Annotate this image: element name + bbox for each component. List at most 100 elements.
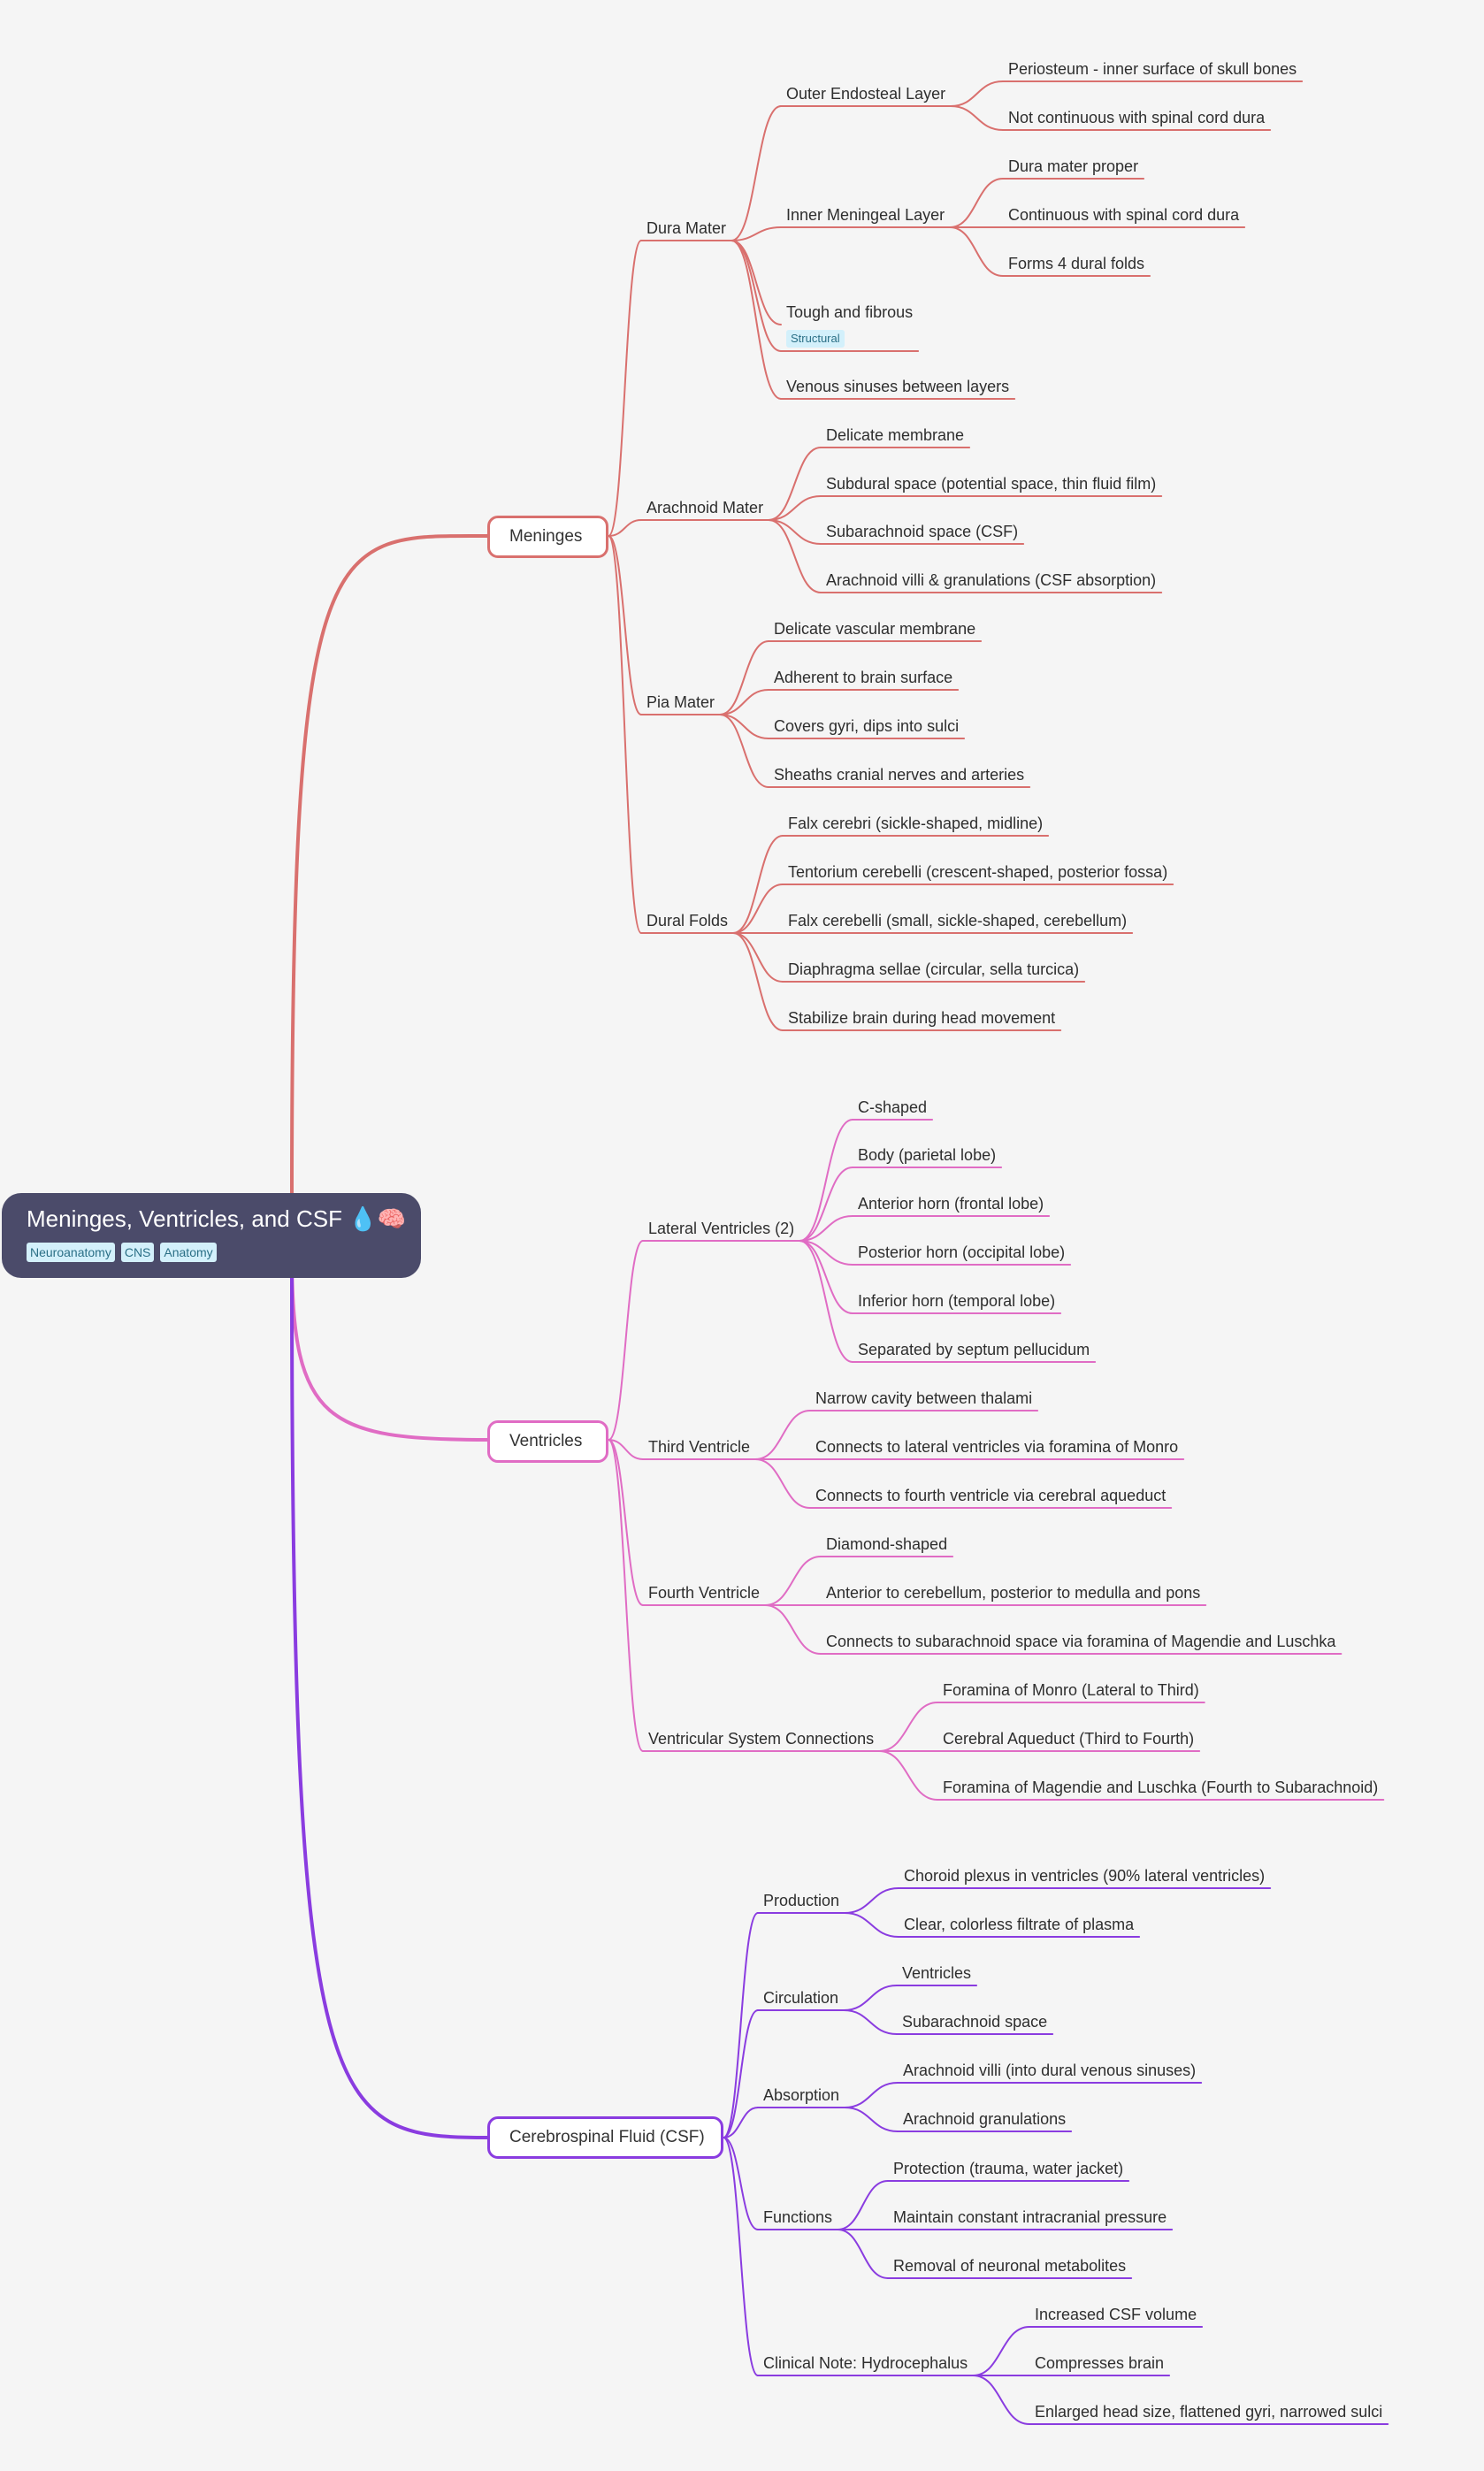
connector — [754, 1410, 811, 1460]
connector — [723, 2009, 759, 2138]
connector — [764, 1556, 822, 1606]
node-increased-csf-volume[interactable]: Increased CSF volume — [1035, 2306, 1197, 2323]
node-clear-colorless-filtrate-of-plasma[interactable]: Clear, colorless filtrate of plasma — [904, 1916, 1135, 1933]
connector — [608, 240, 642, 537]
node-outer-endosteal-layer[interactable]: Outer Endosteal Layer — [786, 85, 946, 103]
node-dura-mater-proper[interactable]: Dura mater proper — [1008, 157, 1139, 175]
branch-ventricles[interactable]: Ventricles — [487, 1420, 608, 1463]
connector — [731, 240, 782, 400]
node-tough-and-fibrous[interactable]: Tough and fibrous — [786, 303, 914, 321]
tag-cns[interactable]: CNS — [120, 1243, 155, 1262]
connector — [732, 932, 784, 1031]
node-protection-trauma-water-jacket[interactable]: Protection (trauma, water jacket) — [893, 2160, 1124, 2177]
node-choroid-plexus-in-ventricles-90-lateral-[interactable]: Choroid plexus in ventricles (90% latera… — [904, 1867, 1266, 1885]
node-delicate-vascular-membrane[interactable]: Delicate vascular membrane — [774, 620, 976, 638]
connector — [799, 1119, 853, 1242]
node-continuous-with-spinal-cord-dura[interactable]: Continuous with spinal cord dura — [1008, 206, 1240, 224]
connector — [731, 226, 782, 241]
node-anterior-to-cerebellum-posterior-to-medu[interactable]: Anterior to cerebellum, posterior to med… — [826, 1584, 1201, 1602]
node-arachnoid-villi-into-dural-venous-sinuse[interactable]: Arachnoid villi (into dural venous sinus… — [903, 2062, 1197, 2079]
tag-structural[interactable]: Structural — [786, 330, 845, 348]
node-subdural-space-potential-space-thin-flui[interactable]: Subdural space (potential space, thin fl… — [826, 475, 1157, 493]
node-adherent-to-brain-surface[interactable]: Adherent to brain surface — [774, 669, 953, 686]
node-inferior-horn-temporal-lobe[interactable]: Inferior horn (temporal lobe) — [858, 1292, 1056, 1310]
node-foramina-of-monro-lateral-to-third[interactable]: Foramina of Monro (Lateral to Third) — [943, 1681, 1199, 1699]
node-covers-gyri-dips-into-sulci[interactable]: Covers gyri, dips into sulci — [774, 717, 960, 735]
node-clinical-note-hydrocephalus[interactable]: Clinical Note: Hydrocephalus — [763, 2354, 968, 2372]
root-title: Meninges, Ventricles, and CSF 💧🧠 — [27, 1205, 406, 1232]
connector — [731, 240, 782, 325]
node-cerebral-aqueduct-third-to-fourth[interactable]: Cerebral Aqueduct (Third to Fourth) — [943, 1730, 1195, 1748]
node-delicate-membrane[interactable]: Delicate membrane — [826, 426, 965, 444]
node-falx-cerebelli-small-sickle-shaped-cereb[interactable]: Falx cerebelli (small, sickle-shaped, ce… — [788, 912, 1128, 929]
node-ventricular-system-connections[interactable]: Ventricular System Connections — [648, 1730, 875, 1748]
branch-meninges[interactable]: Meninges — [487, 516, 608, 558]
node-compresses-brain[interactable]: Compresses brain — [1035, 2354, 1165, 2372]
node-arachnoid-villi-granulations-csf-absorpt[interactable]: Arachnoid villi & granulations (CSF abso… — [826, 571, 1157, 589]
connector — [608, 1439, 644, 1460]
node-production[interactable]: Production — [763, 1892, 840, 1909]
node-venous-sinuses-between-layers[interactable]: Venous sinuses between layers — [786, 378, 1010, 395]
node-separated-by-septum-pellucidum[interactable]: Separated by septum pellucidum — [858, 1341, 1090, 1358]
connector — [608, 1439, 644, 1752]
connector — [608, 519, 642, 537]
node-forms-4-dural-folds[interactable]: Forms 4 dural folds — [1008, 255, 1145, 272]
connector — [719, 714, 769, 739]
node-anterior-horn-frontal-lobe[interactable]: Anterior horn (frontal lobe) — [858, 1195, 1044, 1213]
node-subarachnoid-space[interactable]: Subarachnoid space — [902, 2013, 1048, 2031]
node-fourth-ventricle[interactable]: Fourth Ventricle — [648, 1584, 761, 1602]
connector — [608, 1439, 644, 1606]
connector — [731, 240, 782, 352]
connector — [844, 1912, 899, 1938]
node-arachnoid-granulations[interactable]: Arachnoid granulations — [903, 2110, 1067, 2128]
node-inner-meningeal-layer[interactable]: Inner Meningeal Layer — [786, 206, 945, 224]
node-posterior-horn-occipital-lobe[interactable]: Posterior horn (occipital lobe) — [858, 1243, 1066, 1261]
tag-neuroanatomy[interactable]: Neuroanatomy — [27, 1243, 115, 1262]
node-third-ventricle[interactable]: Third Ventricle — [648, 1438, 751, 1456]
root-node[interactable]: Meninges, Ventricles, and CSF 💧🧠 Neuroan… — [2, 1193, 421, 1278]
connector — [290, 533, 489, 1195]
node-body-parietal-lobe[interactable]: Body (parietal lobe) — [858, 1146, 997, 1164]
node-c-shaped[interactable]: C-shaped — [858, 1098, 928, 1116]
branch-cerebrospinal-fluid-csf[interactable]: Cerebrospinal Fluid (CSF) — [487, 2116, 723, 2159]
node-dural-folds[interactable]: Dural Folds — [646, 912, 729, 929]
connector — [799, 1240, 853, 1314]
node-diamond-shaped[interactable]: Diamond-shaped — [826, 1535, 948, 1553]
node-subarachnoid-space-csf[interactable]: Subarachnoid space (CSF) — [826, 523, 1019, 540]
node-dura-mater[interactable]: Dura Mater — [646, 219, 727, 237]
connector — [608, 1240, 644, 1441]
connector — [764, 1604, 822, 1655]
node-foramina-of-magendie-and-luschka-fourth-[interactable]: Foramina of Magendie and Luschka (Fourth… — [943, 1779, 1379, 1796]
node-periosteum-inner-surface-of-skull-bones[interactable]: Periosteum - inner surface of skull bone… — [1008, 60, 1297, 78]
connector — [732, 835, 784, 934]
connector — [754, 1458, 811, 1509]
connector — [878, 1702, 938, 1752]
tag-anatomy[interactable]: Anatomy — [160, 1243, 217, 1262]
node-not-continuous-with-spinal-cord-dura[interactable]: Not continuous with spinal cord dura — [1008, 109, 1266, 126]
connector — [950, 105, 1004, 131]
connector — [949, 226, 1004, 277]
node-maintain-constant-intracranial-pressure[interactable]: Maintain constant intracranial pressure — [893, 2208, 1167, 2226]
node-tentorium-cerebelli-crescent-shaped-post[interactable]: Tentorium cerebelli (crescent-shaped, po… — [788, 863, 1168, 881]
node-enlarged-head-size-flattened-gyri-narrow[interactable]: Enlarged head size, flattened gyri, narr… — [1035, 2403, 1383, 2421]
connector — [731, 105, 782, 241]
node-lateral-ventricles-2[interactable]: Lateral Ventricles (2) — [648, 1220, 795, 1237]
node-ventricles[interactable]: Ventricles — [902, 1964, 972, 1982]
node-circulation[interactable]: Circulation — [763, 1989, 839, 2007]
node-arachnoid-mater[interactable]: Arachnoid Mater — [646, 499, 764, 516]
node-connects-to-lateral-ventricles-via-foram[interactable]: Connects to lateral ventricles via foram… — [815, 1438, 1179, 1456]
connector — [719, 689, 769, 715]
node-sheaths-cranial-nerves-and-arteries[interactable]: Sheaths cranial nerves and arteries — [774, 766, 1025, 784]
node-connects-to-fourth-ventricle-via-cerebra[interactable]: Connects to fourth ventricle via cerebra… — [815, 1487, 1167, 1504]
node-diaphragma-sellae-circular-sella-turcica[interactable]: Diaphragma sellae (circular, sella turci… — [788, 960, 1080, 978]
node-absorption[interactable]: Absorption — [763, 2086, 840, 2104]
node-falx-cerebri-sickle-shaped-midline[interactable]: Falx cerebri (sickle-shaped, midline) — [788, 815, 1044, 832]
connector — [799, 1215, 853, 1242]
node-removal-of-neuronal-metabolites[interactable]: Removal of neuronal metabolites — [893, 2257, 1127, 2275]
node-stabilize-brain-during-head-movement[interactable]: Stabilize brain during head movement — [788, 1009, 1056, 1027]
node-narrow-cavity-between-thalami[interactable]: Narrow cavity between thalami — [815, 1389, 1033, 1407]
node-functions[interactable]: Functions — [763, 2208, 833, 2226]
node-connects-to-subarachnoid-space-via-foram[interactable]: Connects to subarachnoid space via foram… — [826, 1633, 1336, 1650]
node-pia-mater[interactable]: Pia Mater — [646, 693, 715, 711]
